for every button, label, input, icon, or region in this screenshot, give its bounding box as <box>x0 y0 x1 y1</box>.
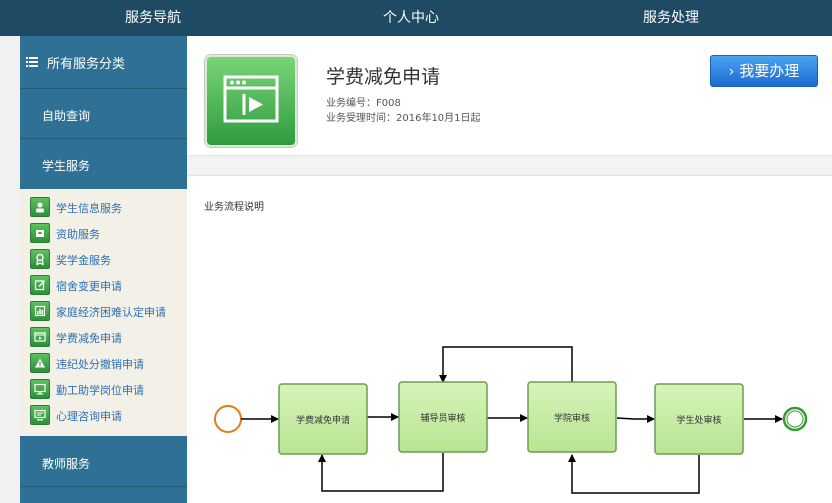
sidebar-item-more[interactable] <box>20 487 187 503</box>
apply-button[interactable]: › 我要办理 <box>710 55 818 87</box>
monitor-icon <box>30 379 50 399</box>
flow-node-student-affairs-review: 学生处审核 <box>654 383 744 455</box>
flow-node-college-review: 学院审核 <box>527 381 617 453</box>
sidebar-subitem-tuition-reduction[interactable]: 学费减免申请 <box>30 326 187 348</box>
header-band <box>187 156 832 176</box>
nav-service-processing[interactable]: 服务处理 <box>643 10 699 26</box>
sidebar-subitem-scholarship[interactable]: 奖学金服务 <box>30 248 187 270</box>
sidebar-all-categories-label: 所有服务分类 <box>47 57 126 72</box>
nav-personal-center[interactable]: 个人中心 <box>383 10 439 26</box>
flow-node-box <box>654 383 744 455</box>
flow-node-label: 辅导员审核 <box>420 412 465 424</box>
flow-edge-return <box>439 346 573 383</box>
sidebar-subitem-label: 学生信息服务 <box>56 202 122 215</box>
flow-node-counselor-review: 辅导员审核 <box>398 381 488 453</box>
sidebar-subitem-work-study[interactable]: 勤工助学岗位申请 <box>30 378 187 400</box>
sidebar-subitem-label: 资助服务 <box>56 228 100 241</box>
bar-chart-icon <box>30 301 50 321</box>
sidebar-subitem-label: 奖学金服务 <box>56 254 111 267</box>
flow-node-box <box>527 381 617 453</box>
sidebar-item-self-query[interactable]: 自助查询 <box>20 89 187 138</box>
sidebar-subitem-financial-aid[interactable]: 资助服务 <box>30 222 187 244</box>
sidebar-subitem-label: 心理咨询申请 <box>56 410 122 423</box>
service-header: 学费减免申请 业务编号：F008 业务受理时间：2016年10月1日起 › 我要… <box>187 36 832 156</box>
list-icon <box>26 56 38 70</box>
flow-label: 业务流程说明 <box>204 202 264 213</box>
flow-node-tuition-application: 学费减免申请 <box>278 383 368 455</box>
service-accept-time: 业务受理时间：2016年10月1日起 <box>326 113 481 124</box>
flow-start-event <box>214 405 242 433</box>
sidebar-subitem-label: 勤工助学岗位申请 <box>56 384 144 397</box>
sidebar-item-label: 教师服务 <box>42 457 91 471</box>
service-code: 业务编号：F008 <box>326 98 401 109</box>
service-title: 学费减免申请 <box>326 66 441 88</box>
sidebar-subitem-label: 家庭经济困难认定申请 <box>56 306 166 319</box>
sidebar-subitem-label: 违纪处分撤销申请 <box>56 358 144 371</box>
warning-icon <box>30 353 50 373</box>
media-window-icon <box>205 55 297 147</box>
apply-button-label: 我要办理 <box>739 62 800 80</box>
flow-node-label: 学院审核 <box>554 412 590 424</box>
sidebar-subitem-dorm-change[interactable]: 宿舍变更申请 <box>30 274 187 296</box>
award-icon <box>30 249 50 269</box>
sidebar-item-teacher-services[interactable]: 教师服务 <box>20 436 187 486</box>
chevron-right-icon: › <box>728 64 735 80</box>
sidebar-subitem-label: 学费减免申请 <box>56 332 122 345</box>
sidebar-subitem-counseling[interactable]: 心理咨询申请 <box>30 404 187 426</box>
flow-node-box <box>278 383 368 455</box>
nav-service-guide[interactable]: 服务导航 <box>125 10 181 26</box>
divider <box>20 486 187 487</box>
edit-icon <box>30 275 50 295</box>
sidebar-all-categories[interactable]: 所有服务分类 <box>20 36 187 88</box>
sidebar-subitem-label: 宿舍变更申请 <box>56 280 122 293</box>
flow-node-box <box>398 381 488 453</box>
sidebar: 所有服务分类 自助查询 学生服务 学生信息服务 资助服务 奖学金服务 宿舍变更申… <box>20 36 187 503</box>
sidebar-item-label: 自助查询 <box>42 109 91 123</box>
sidebar-subitem-student-info[interactable]: 学生信息服务 <box>30 196 187 218</box>
monitor-chat-icon <box>30 405 50 425</box>
sidebar-item-student-services[interactable]: 学生服务 <box>20 139 187 189</box>
flow-edge <box>616 415 655 423</box>
flow-node-label: 学生处审核 <box>676 414 721 426</box>
divider <box>20 138 187 139</box>
flow-diagram: 学费减免申请 辅导员审核 学院审核 学生处审核 <box>214 346 808 494</box>
main-content: 学费减免申请 业务编号：F008 业务受理时间：2016年10月1日起 › 我要… <box>187 36 832 503</box>
wallet-icon <box>30 223 50 243</box>
sidebar-subitem-financial-difficulty[interactable]: 家庭经济困难认定申请 <box>30 300 187 322</box>
flow-node-label: 学费减免申请 <box>296 414 350 426</box>
top-nav: 服务导航 个人中心 服务处理 <box>0 0 832 36</box>
flow-edge-return <box>318 453 444 492</box>
divider <box>20 88 187 89</box>
media-window-icon <box>30 327 50 347</box>
flow-end-event-inner <box>786 410 804 428</box>
sidebar-item-label: 学生服务 <box>42 159 91 173</box>
sidebar-subitem-discipline-revocation[interactable]: 违纪处分撤销申请 <box>30 352 187 374</box>
person-icon <box>30 197 50 217</box>
flow-edge-return <box>568 454 700 494</box>
